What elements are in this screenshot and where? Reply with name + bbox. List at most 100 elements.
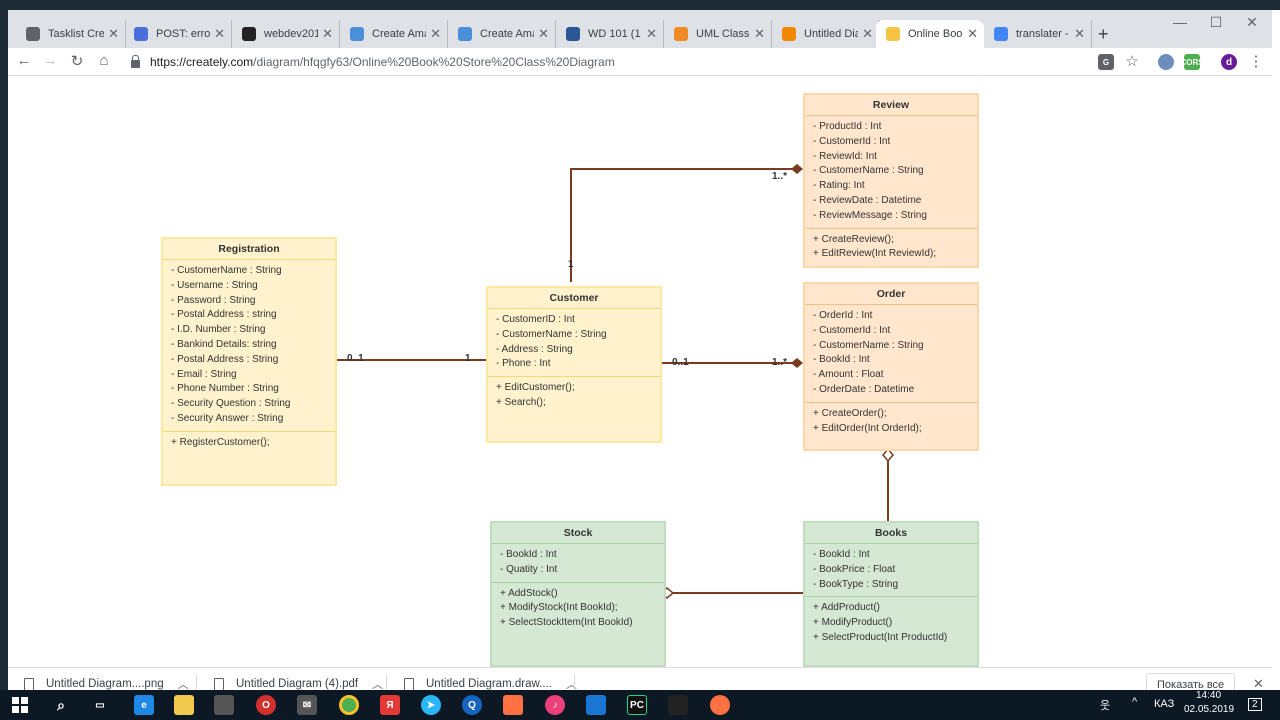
close-window-button[interactable]: ✕ <box>1246 14 1258 30</box>
minimize-button[interactable]: — <box>1173 14 1187 30</box>
close-tab-icon[interactable]: ✕ <box>754 26 765 41</box>
close-tab-icon[interactable]: ✕ <box>862 26 873 41</box>
class-attributes: - OrderId : Int - CustomerId : Int- Cust… <box>805 305 977 403</box>
vscode-icon[interactable] <box>586 695 606 715</box>
close-tab-icon[interactable]: ✕ <box>322 26 333 41</box>
postman-icon[interactable] <box>710 695 730 715</box>
chrome-icon[interactable] <box>339 695 359 715</box>
chrome-icon <box>350 27 364 41</box>
translate-icon[interactable]: G <box>1098 54 1114 70</box>
windows-start-icon[interactable] <box>10 695 30 715</box>
class-operations: + AddStock()+ ModifyStock(Int BookId);+ … <box>492 583 664 635</box>
browser-tab[interactable]: translater -✕ <box>984 20 1092 48</box>
close-tab-icon[interactable]: ✕ <box>430 26 441 41</box>
chevron-up-icon[interactable]: ︿ <box>177 679 189 690</box>
close-download-bar-icon[interactable]: ✕ <box>1253 676 1264 690</box>
close-tab-icon[interactable]: ✕ <box>108 26 119 41</box>
class-attributes: - CustomerID : Int- CustomerName : Strin… <box>488 309 660 378</box>
extension-icon[interactable] <box>1158 54 1174 70</box>
address-bar[interactable]: https://creately.com/diagram/hfqgfy63/On… <box>123 51 1163 73</box>
class-customer[interactable]: Customer- CustomerID : Int- CustomerName… <box>486 286 662 443</box>
close-tab-icon[interactable]: ✕ <box>538 26 549 41</box>
close-tab-icon[interactable]: ✕ <box>1074 26 1085 41</box>
browser-tab[interactable]: Create Ama✕ <box>448 20 556 48</box>
browser-tab[interactable]: Tasklist Crea✕ <box>16 20 126 48</box>
class-books[interactable]: Books- BookId : Int- BookPrice : Float- … <box>803 521 979 667</box>
close-tab-icon[interactable]: ✕ <box>214 26 225 41</box>
profile-avatar[interactable]: d <box>1221 54 1237 70</box>
yandex-icon[interactable]: Я <box>380 695 400 715</box>
browser-tab[interactable]: Create Ama✕ <box>340 20 448 48</box>
download-item[interactable]: Untitled Diagram.draw....︿ <box>404 676 577 690</box>
class-stock[interactable]: Stock- BookId : Int- Quatity : Int+ AddS… <box>490 521 666 667</box>
maximize-button[interactable]: ☐ <box>1209 14 1223 30</box>
cors-extension-icon[interactable]: CORS <box>1180 54 1204 70</box>
multiplicity-order-many: 1..* <box>772 357 788 368</box>
diagram-canvas[interactable]: 1..* 1 0..1 1 0..1 1..* Review- ProductI… <box>8 77 1272 667</box>
home-button[interactable]: ⌂ <box>99 52 109 69</box>
chevron-up-icon[interactable]: ︿ <box>565 679 577 690</box>
opera-icon[interactable]: O <box>256 695 276 715</box>
tab-label: Untitled Dia <box>804 28 859 40</box>
reload-button[interactable]: ↻ <box>70 53 84 70</box>
class-attribute: - Phone : Int <box>496 358 551 370</box>
person-icon[interactable]: 웃 <box>1100 700 1111 712</box>
q-app-icon[interactable]: Q <box>462 695 482 715</box>
pycharm-icon[interactable]: PC <box>627 695 647 715</box>
terminal-icon[interactable] <box>668 695 688 715</box>
chevron-up-icon[interactable]: ^ <box>1132 696 1138 708</box>
class-attribute: - Security Answer : String <box>171 412 284 424</box>
show-all-button[interactable]: Показать все <box>1146 673 1236 690</box>
browser-tab[interactable]: POST: error✕ <box>124 20 232 48</box>
browser-tab[interactable]: webdev201✕ <box>232 20 340 48</box>
download-bar: Untitled Diagram....png︿ Untitled Diagra… <box>8 667 1272 690</box>
chevron-up-icon[interactable]: ︿ <box>372 679 384 690</box>
bag-app-icon[interactable] <box>503 695 523 715</box>
mail-icon[interactable]: ✉ <box>297 695 317 715</box>
url-host: https://creately.com <box>150 55 254 69</box>
clock-time[interactable]: 14:40 <box>1196 690 1222 701</box>
bookmark-star-icon[interactable]: ☆ <box>1125 53 1139 70</box>
store-icon[interactable] <box>214 695 234 715</box>
search-icon[interactable]: ⌕ <box>57 696 65 713</box>
multiplicity-customer-order: 0..1 <box>672 357 689 368</box>
class-operation: + EditReview(Int ReviewId); <box>813 248 937 260</box>
clock-date[interactable]: 02.05.2019 <box>1184 704 1235 715</box>
class-attribute: - CustomerName : String <box>813 339 924 351</box>
browser-tab[interactable]: Untitled Dia✕ <box>772 20 880 48</box>
browser-tab[interactable]: WD 101 (1✕ <box>556 20 664 48</box>
class-attribute: - CustomerName : String <box>496 328 607 340</box>
class-order[interactable]: Order- OrderId : Int - CustomerId : Int-… <box>803 282 979 451</box>
class-operation: + ModifyProduct() <box>813 617 893 629</box>
telegram-icon[interactable]: ➤ <box>421 695 441 715</box>
edge-icon[interactable]: e <box>134 695 154 715</box>
download-item[interactable]: Untitled Diagram....png︿ <box>24 676 189 690</box>
composition-diamond-review <box>791 164 803 174</box>
browser-tab[interactable]: Online Book✕ <box>876 20 984 48</box>
class-registration[interactable]: Registration- CustomerName : String- Use… <box>161 237 337 486</box>
class-review[interactable]: Review- ProductId : Int- CustomerId : In… <box>803 93 979 268</box>
class-attribute: - Email : String <box>171 368 237 380</box>
itunes-icon[interactable]: ♪ <box>545 695 565 715</box>
tab-label: POST: error <box>156 28 211 40</box>
tab-label: Tasklist Crea <box>48 28 105 40</box>
class-attribute: - OrderDate : Datetime <box>813 383 915 395</box>
multiplicity-review-many: 1..* <box>772 171 788 182</box>
language-indicator[interactable]: КАЗ <box>1154 698 1175 710</box>
github-icon <box>242 27 256 41</box>
connector-customer-review[interactable] <box>570 168 793 282</box>
task-view-icon[interactable]: ▭ <box>95 699 105 711</box>
download-item[interactable]: Untitled Diagram (4).pdf︿ <box>214 676 383 690</box>
close-tab-icon[interactable]: ✕ <box>646 26 657 41</box>
class-attribute: - Security Question : String <box>171 398 291 410</box>
forward-button[interactable]: → <box>42 52 58 69</box>
browser-tab[interactable]: UML Class D✕ <box>664 20 772 48</box>
share-icon <box>674 27 688 41</box>
multiplicity-customer-review-one: 1 <box>568 259 574 270</box>
close-tab-icon[interactable]: ✕ <box>967 26 978 41</box>
back-button[interactable]: ← <box>16 52 32 69</box>
notification-center-icon[interactable]: 2 <box>1248 698 1262 711</box>
menu-icon[interactable]: ⋮ <box>1248 53 1264 70</box>
file-explorer-icon[interactable] <box>174 695 194 715</box>
new-tab-button[interactable]: + <box>1098 24 1109 44</box>
